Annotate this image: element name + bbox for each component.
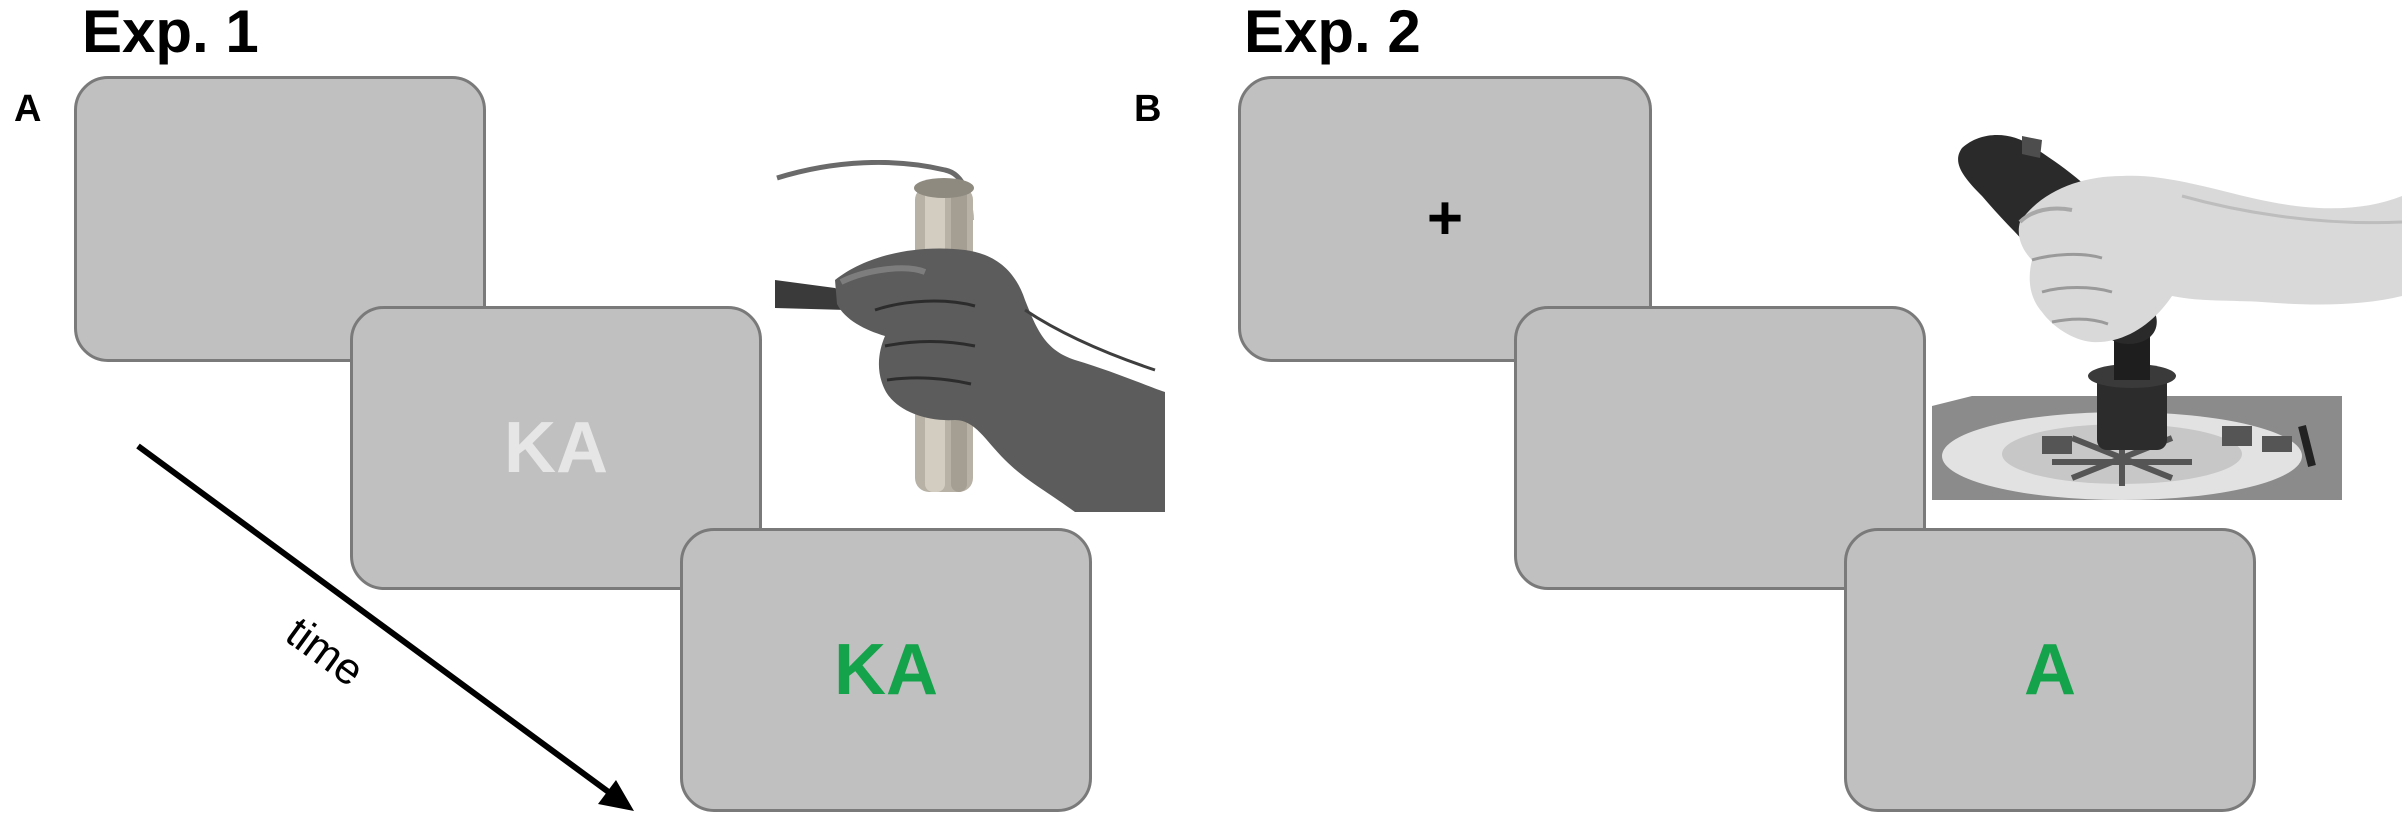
exp1-screen-2-text: KA bbox=[504, 408, 608, 488]
exp1-title: Exp. 1 bbox=[82, 0, 259, 65]
exp1-screen-3-text: KA bbox=[834, 630, 938, 710]
exp2-screen-target: A bbox=[1844, 528, 2256, 812]
panel-label-a: A bbox=[14, 88, 42, 130]
exp2-screen-1-text: + bbox=[1426, 184, 1464, 253]
exp2-screen-3-text: A bbox=[2024, 630, 2076, 710]
hand-grip-device-icon bbox=[775, 160, 1165, 512]
exp1-screen-target: KA bbox=[680, 528, 1092, 812]
joystick-icon bbox=[1932, 126, 2402, 500]
exp2-title: Exp. 2 bbox=[1244, 0, 1421, 65]
panel-label-b: B bbox=[1134, 88, 1162, 130]
